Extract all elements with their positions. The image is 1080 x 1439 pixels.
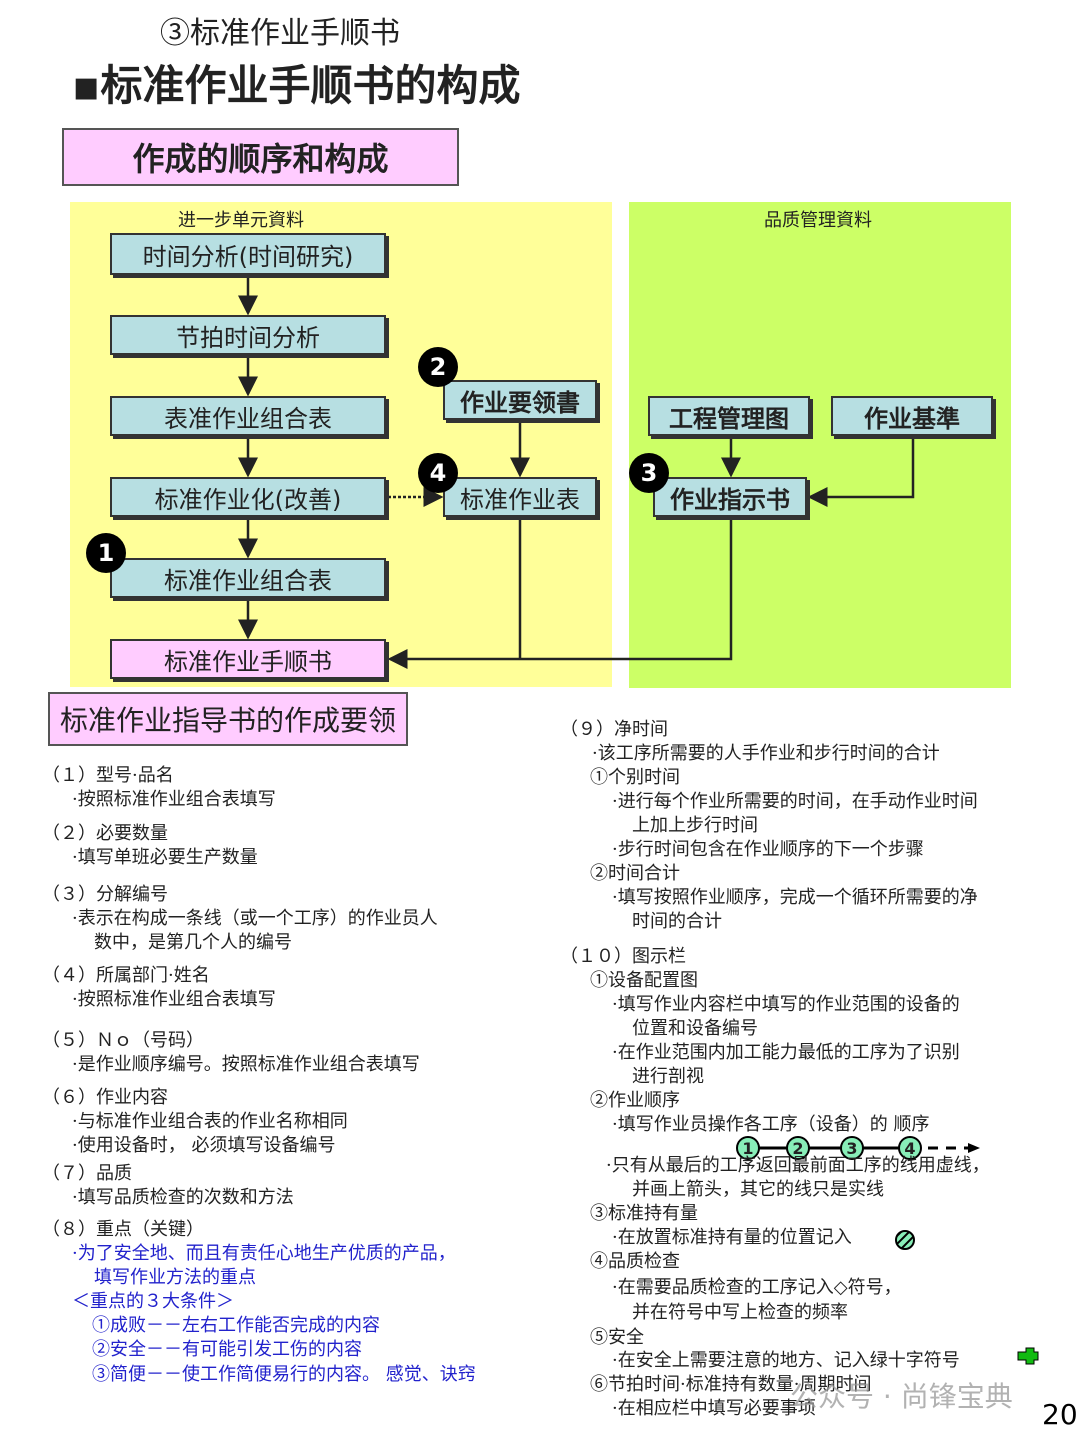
box-time-analysis: 时间分析(时间研究)	[110, 233, 386, 275]
key-conditions-heading: ＜重点的３大条件＞	[72, 1291, 234, 1312]
item-continuation: 位置和设备编号	[632, 1018, 758, 1039]
item-heading: （３）分解编号	[42, 884, 168, 905]
item-bullet: ·填写按照作业顺序，完成一个循环所需要的净	[612, 887, 978, 908]
further-unit-region	[70, 202, 612, 687]
item-continuation: 并在符号中写上检查的频率	[632, 1302, 848, 1323]
box-standard-work-table: 标准作业表	[443, 477, 597, 517]
item-heading: （４）所属部门·姓名	[42, 965, 210, 986]
box-work-standard: 作业基準	[831, 396, 993, 436]
right-region-label: 品质管理資料	[764, 210, 872, 231]
sub-heading: ②作业顺序	[590, 1090, 680, 1111]
item-bullet: ·按照标准作业组合表填写	[72, 789, 276, 810]
badge-3: 3	[629, 453, 669, 493]
item-bullet: ·为了安全地、而且有责任心地生产优质的产品，	[72, 1243, 456, 1264]
box-standard-manual: 标准作业手顺书	[110, 639, 386, 679]
sequence-step-1: 1	[736, 1136, 760, 1160]
item-bullet: ·填写作业员操作各工序（设备）的 顺序	[612, 1114, 930, 1135]
item-heading: （２）必要数量	[42, 823, 168, 844]
item-continuation: 并画上箭头，其它的线只是实线	[632, 1179, 884, 1200]
item-heading: （１０）图示栏	[560, 946, 686, 967]
item-bullet: ·与标准作业组合表的作业名称相同	[72, 1111, 348, 1132]
item-bullet: ·填写单班必要生产数量	[72, 847, 258, 868]
item-bullet: ·填写作业内容栏中填写的作业范围的设备的	[612, 994, 960, 1015]
subtitle: ③标准作业手顺书	[160, 16, 400, 51]
section-title-order: 作成的顺序和构成	[62, 128, 459, 186]
item-continuation: 填写作业方法的重点	[94, 1267, 256, 1288]
item-bullet: ·进行每个作业所需要的时间，在手动作业时间	[612, 791, 978, 812]
item-heading: （５）Ｎｏ（号码）	[42, 1030, 204, 1051]
watermark: 公众号 · 尚锋宝典	[790, 1380, 1013, 1413]
badge-4: 4	[418, 453, 458, 493]
sub-heading: ④品质检查	[590, 1251, 680, 1272]
item-bullet: ·该工序所需要的人手作业和步行时间的合计	[592, 743, 940, 764]
sub-heading: ③标准持有量	[590, 1203, 698, 1224]
box-table-combination: 表准作业组合表	[110, 396, 386, 436]
item-bullet: ·在需要品质检查的工序记入◇符号，	[612, 1277, 902, 1298]
item-continuation: 数中，是第几个人的编号	[94, 932, 292, 953]
item-bullet: ·在相应栏中填写必要事项	[612, 1398, 816, 1419]
item-bullet: ·使用设备时， 必须填写设备编号	[72, 1135, 336, 1156]
item-continuation: 时间的合计	[632, 911, 722, 932]
page-number: 20	[1042, 1398, 1078, 1431]
box-standard-combination-table: 标准作业组合表	[110, 558, 386, 598]
item-heading: （９）净时间	[560, 719, 668, 740]
page-title: ▪标准作业手顺书的构成	[72, 61, 521, 110]
quality-management-region	[629, 202, 1011, 688]
item-bullet: ·只有从最后的工序返回最前面工序的线用虚线，	[606, 1155, 990, 1176]
item-bullet: ·在安全上需要注意的地方、记入绿十字符号	[612, 1350, 960, 1371]
item-continuation: 上加上步行时间	[632, 815, 758, 836]
sub-heading: ⑤安全	[590, 1327, 644, 1348]
badge-2: 2	[418, 347, 458, 387]
item-heading: （６）作业内容	[42, 1087, 168, 1108]
item-bullet: ·是作业顺序编号。按照标准作业组合表填写	[72, 1054, 420, 1075]
sequence-step-4: 4	[898, 1136, 922, 1160]
item-bullet: ·按照标准作业组合表填写	[72, 989, 276, 1010]
key-condition: ①成败－－左右工作能否完成的内容	[92, 1315, 380, 1336]
item-bullet: ·表示在构成一条线（或一个工序）的作业员人	[72, 908, 438, 929]
sub-heading: ②时间合计	[590, 863, 680, 884]
left-region-label: 进一步单元資料	[178, 210, 304, 231]
item-bullet: ·在放置标准持有量的位置记入	[612, 1227, 852, 1248]
item-heading: （８）重点（关键）	[42, 1219, 204, 1240]
box-work-instruction: 作业指示书	[653, 477, 807, 517]
section-title-guidelines: 标准作业指导书的作成要领	[48, 692, 408, 746]
sub-heading: ⑥节拍时间·标准持有数量·周期时间	[590, 1374, 872, 1395]
box-work-essentials: 作业要领書	[443, 380, 597, 420]
badge-1: 1	[86, 533, 126, 573]
sequence-step-3: 3	[840, 1136, 864, 1160]
box-process-control-chart: 工程管理图	[648, 396, 810, 436]
box-takt-time-analysis: 节拍时间分析	[110, 315, 386, 355]
sub-heading: ①个别时间	[590, 767, 680, 788]
item-continuation: 进行剖视	[632, 1066, 704, 1087]
box-standardization: 标准作业化(改善)	[110, 477, 386, 517]
item-bullet: ·步行时间包含在作业顺序的下一个步骤	[612, 839, 924, 860]
item-bullet: ·在作业范围内加工能力最低的工序为了识别	[612, 1042, 960, 1063]
key-condition: ②安全－－有可能引发工伤的内容	[92, 1339, 362, 1360]
key-condition: ③简便－－使工作简便易行的内容。 感觉、诀窍	[92, 1364, 476, 1385]
item-heading: （１）型号·品名	[42, 765, 174, 786]
item-heading: （７）品质	[42, 1163, 132, 1184]
item-bullet: ·填写品质检查的次数和方法	[72, 1187, 294, 1208]
sequence-step-2: 2	[786, 1136, 810, 1160]
sub-heading: ①设备配置图	[590, 970, 698, 991]
